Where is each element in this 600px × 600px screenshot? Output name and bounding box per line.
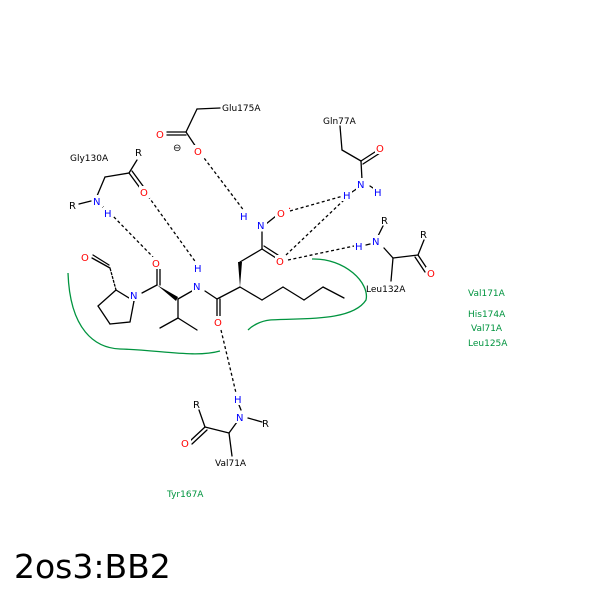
r-groups: R R R R R R ⊖ [69,143,427,430]
leu132-fragment [365,225,429,282]
ligand-carbonyl-oxygen: O [276,257,284,268]
ligand-amide-nitrogen: N [193,282,200,293]
hbond-gln77-o [285,198,346,256]
hbond-val71 [220,329,237,394]
o-minus-dot: · [288,204,291,215]
leu132-nitrogen: N [372,237,379,248]
ligand-nh-hydrogen: H [240,212,248,223]
ligand-o-minus: O [277,209,285,220]
hydrophobic-arc-left [67,272,221,355]
val71-oxygen: O [181,439,189,450]
glu175-oxygen-1: O [156,130,164,141]
gly130-r-group-1: R [135,148,142,159]
val71-nitrogen: N [236,413,243,424]
atom-masks [80,128,437,449]
hydrophobic-label-val171: Val171A [468,289,506,299]
aldehyde-oxygen: O [81,253,89,264]
ligand-oxygen-2: O [152,259,160,270]
gln77-hydrogen-1: H [374,188,382,199]
val71-fragment [189,404,263,457]
ligand-backbone [141,215,345,331]
diagram-title: 2os3:BB2 [14,547,171,586]
leu132-hydrogen: H [355,242,363,253]
gly130-hydrogen: H [104,209,112,220]
hydrophobic-label-val71: Val71A [471,324,503,334]
gln77-nitrogen: N [357,180,364,191]
leu132-r-group-2: R [420,230,427,241]
hydrophobic-label-his174: His174A [468,310,506,320]
negative-charge-icon: ⊖ [173,143,181,154]
hydrophobic-labels: Val171A His174A Val71A Leu125A Tyr167A [166,289,508,500]
gly130-fragment [78,159,144,211]
leu132-r-group-1: R [381,216,388,227]
proline-nitrogen: N [130,291,137,302]
ligand-hydroxamate-nitrogen: N [257,221,264,232]
hbond-gln77-o-minus [289,195,344,212]
residue-label-leu132: Leu132A [366,285,406,295]
hydrophobic-arc-right [247,258,367,331]
val71-r-group-1: R [193,400,200,411]
ligand-amide-hydrogen: H [194,264,202,275]
leu132-oxygen: O [427,269,435,280]
hydrophobic-label-tyr167: Tyr167A [166,490,204,500]
residue-label-gly130: Gly130A [70,154,109,164]
gly130-nitrogen: N [93,197,100,208]
val71-hydrogen: H [234,395,242,406]
ligand-oxygen-3: O [214,318,222,329]
gly130-oxygen: O [140,188,148,199]
gly130-r-group-2: R [69,201,76,212]
glu175-oxygen-2: O [194,147,202,158]
oxygen-atoms: O O O O O O O O O O O [81,130,435,450]
hydrophobic-label-leu125: Leu125A [468,339,508,349]
val71-r-group-2: R [262,419,269,430]
hbond-leu132 [287,245,355,261]
hbond-glu175-nh [200,153,246,213]
residue-labels: Glu175A Gln77A Gly130A Leu132A Val71A [70,104,406,469]
hbond-gly130-o [109,212,154,258]
residue-label-gln77: Gln77A [323,117,357,127]
gln77-hydrogen-2: H [343,191,351,202]
residue-label-val71: Val71A [215,459,247,469]
gln77-oxygen: O [376,144,384,155]
hbond-gly130-nh [147,195,198,265]
glu175-fragment [166,107,221,148]
residue-label-glu175: Glu175A [222,104,261,114]
ligand-proline-ring [91,254,135,325]
nitrogen-atoms: N H H N H H N N H H N N H N [93,180,382,424]
